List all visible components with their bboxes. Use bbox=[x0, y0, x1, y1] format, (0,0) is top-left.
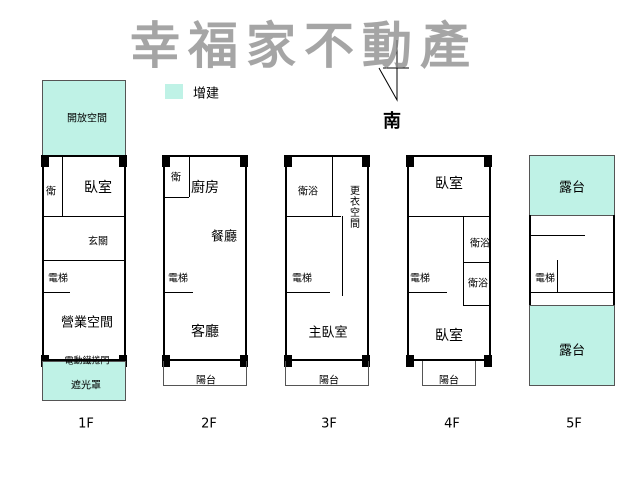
room-label: 臥室 bbox=[435, 176, 463, 192]
terrace-area bbox=[529, 305, 615, 386]
room-label: 電梯 bbox=[535, 273, 555, 285]
floor-outline bbox=[285, 155, 369, 361]
room-label: 電梯 bbox=[410, 273, 430, 285]
legend-swatch bbox=[165, 84, 183, 99]
sunshade-area bbox=[42, 361, 126, 401]
room-label: 陽台 bbox=[319, 375, 339, 387]
room-label: 電梯 bbox=[292, 273, 312, 285]
balcony bbox=[163, 361, 247, 386]
room-label: 露台 bbox=[558, 180, 586, 196]
legend-label: 增建 bbox=[192, 86, 220, 102]
balcony bbox=[285, 361, 369, 386]
room-label: 衛浴 bbox=[470, 238, 490, 250]
floor-label: 4F bbox=[444, 416, 460, 432]
open-space-area bbox=[42, 80, 126, 156]
floor-label: 3F bbox=[321, 416, 337, 432]
compass-direction: 南 bbox=[383, 111, 401, 132]
room-label: 主臥室 bbox=[308, 325, 348, 341]
room-label: 陽台 bbox=[439, 375, 459, 387]
room-label: 電梯 bbox=[48, 273, 68, 285]
watermark: 幸福家不動產 bbox=[130, 17, 478, 75]
room-label: 臥室 bbox=[84, 180, 112, 196]
north-arrow-icon bbox=[378, 40, 409, 102]
room-label: 更衣空間 bbox=[350, 186, 360, 230]
floor-label: 1F bbox=[78, 416, 94, 432]
floor-outline bbox=[163, 155, 247, 361]
balcony bbox=[422, 361, 476, 386]
floor-outline bbox=[407, 155, 491, 361]
room-label: 客廳 bbox=[191, 324, 219, 340]
floor-outline bbox=[529, 215, 615, 306]
room-label: 玄關 bbox=[88, 236, 108, 248]
room-label: 開放空間 bbox=[67, 113, 107, 125]
room-label: 衛浴 bbox=[298, 186, 318, 198]
room-label: 衛浴 bbox=[468, 278, 488, 290]
room-label: 臥室 bbox=[435, 328, 463, 344]
room-label: 露台 bbox=[558, 343, 586, 359]
floor-outline bbox=[42, 155, 126, 361]
room-label: 營業空間 bbox=[60, 315, 114, 331]
room-label: 衛 bbox=[171, 172, 181, 184]
room-label: 電動鐵捲門 bbox=[64, 356, 110, 367]
room-label: 衛 bbox=[46, 186, 56, 198]
room-label: 陽台 bbox=[196, 375, 216, 387]
room-label: 遮光罩 bbox=[71, 380, 101, 392]
room-label: 電梯 bbox=[168, 273, 188, 285]
terrace-area bbox=[529, 155, 615, 216]
room-label: 餐廳 bbox=[210, 229, 238, 245]
room-label: 廚房 bbox=[191, 180, 219, 196]
floor-label: 5F bbox=[566, 416, 582, 432]
floor-label: 2F bbox=[201, 416, 217, 432]
